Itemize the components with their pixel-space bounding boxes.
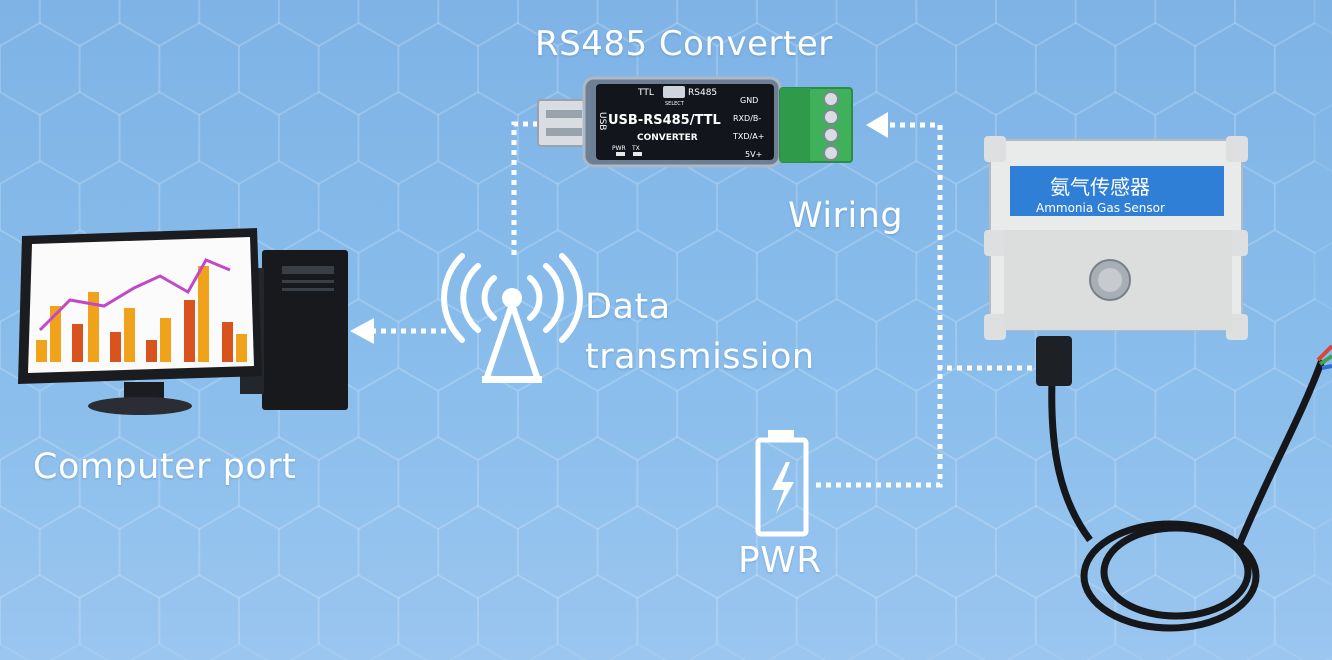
converter-led-tx: TX [631,145,640,152]
rs485-converter-title: RS485 Converter [535,24,833,64]
screen-bar [50,306,61,362]
screen-bar [72,324,83,362]
line-usb-to-antenna [511,121,548,258]
data-transmission-line2: transmission [585,337,815,377]
terminal-block [779,87,853,163]
screen-bar [160,318,171,362]
cable-wire-tips [1316,344,1332,370]
sensor-name-en: Ammonia Gas Sensor [1036,201,1165,215]
screen-chart-bars [36,266,247,362]
led-pwr [616,152,625,156]
data-transmission-label: Data transmission [585,282,815,382]
cable-gland [1036,336,1072,386]
pin-rxd: RXD/B- [733,114,761,123]
screen-chart-line [38,258,231,332]
line-sensor-to-terminal [885,122,1032,371]
converter-usb: USB [597,112,607,130]
screen-bar [146,340,157,362]
screen-bar [198,266,209,362]
computer-port-label: Computer port [33,447,297,487]
converter-model: USB-RS485/TTL [608,113,721,128]
converter-mode-left: TTL [637,88,654,98]
screen-bar [36,340,47,362]
pin-gnd: GND [740,96,758,105]
mode-switch [663,86,685,98]
converter-subtitle: CONVERTER [637,133,698,143]
converter-mode-right: RS485 [688,88,717,98]
screen-bar [222,322,233,362]
screen-bar [236,334,247,362]
sensor-name-cn: 氨气传感器 [1050,175,1150,199]
arrow-to-terminal [866,112,888,138]
sensor-probe [1089,259,1131,301]
led-tx [633,152,642,156]
power-label: PWR [738,540,822,581]
sensor-cable [1048,358,1326,632]
line-power-to-sensor [816,368,943,488]
screen-bar [124,308,135,362]
screen-bar [88,292,99,362]
arrow-to-computer [350,318,374,344]
screen-bar [184,300,195,362]
screen-bar [110,332,121,362]
wiring-label: Wiring [788,196,904,236]
converter-mode-switch: SELECT [665,101,685,107]
sensor-label-panel [1010,166,1224,216]
pin-txd: TXD/A+ [732,132,764,141]
data-transmission-line1: Data [585,287,671,327]
lightning-bolt-icon [772,462,794,514]
converter-led-pwr: PWR [612,145,626,152]
pin-5v: 5V+ [745,150,762,159]
